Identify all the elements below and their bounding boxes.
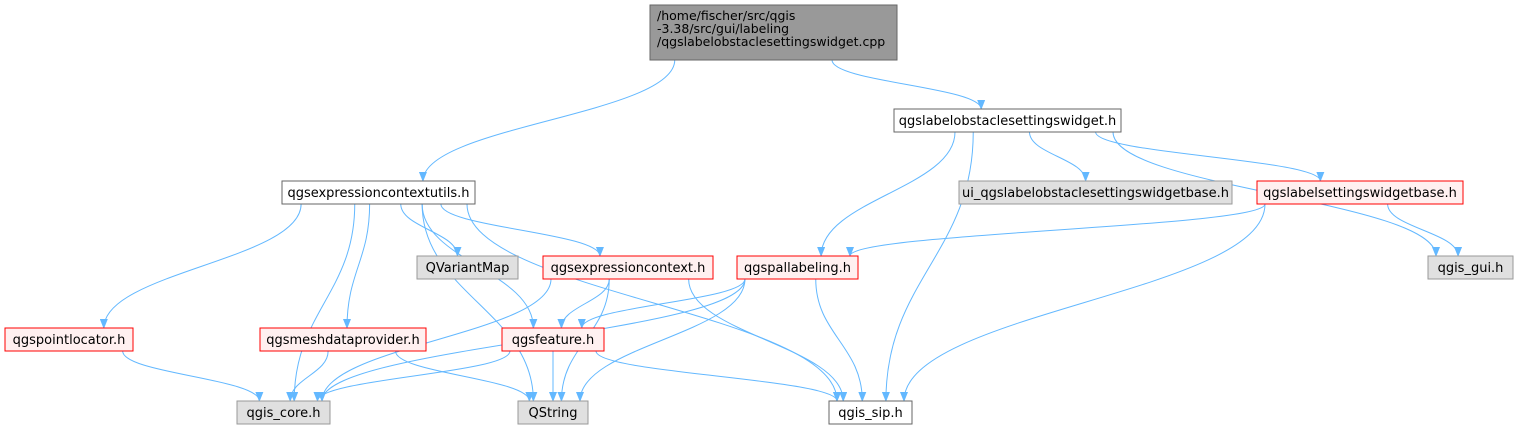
node-box: [893, 108, 1122, 133]
node-label: QString: [528, 406, 577, 421]
node-box: [501, 327, 605, 352]
edge-widget_h-to-ui_base: [1029, 131, 1090, 182]
edge-feature-to-qgis_core: [313, 350, 511, 402]
edge-exprutils-to-exprcontext: [440, 203, 604, 257]
node-meshdp[interactable]: qgsmeshdataprovider.h: [259, 327, 427, 352]
node-label: qgsfeature.h: [512, 333, 595, 348]
node-label: ui_qgslabelobstaclesettingswidgetbase.h: [962, 186, 1229, 201]
edge-widget_h-to-lsw_base: [1095, 131, 1325, 182]
node-box: [259, 327, 427, 352]
edge-exprutils-to-meshdp: [342, 203, 371, 329]
edge-exprutils-to-qvariantmap: [400, 203, 462, 257]
node-box: [1256, 180, 1464, 205]
edge-exprutils-to-qstring: [421, 203, 538, 402]
edges-layer: [99, 59, 1463, 402]
edge-exprutils-to-qgis_sip: [466, 203, 841, 402]
node-label: qgis_sip.h: [838, 406, 902, 421]
node-label: qgslabelobstaclesettingswidget.h: [899, 114, 1117, 129]
node-qgis_sip[interactable]: qgis_sip.h: [828, 400, 913, 425]
node-label: qgspallabeling.h: [744, 261, 851, 276]
node-label: qgspointlocator.h: [13, 333, 126, 348]
node-box: [736, 255, 859, 280]
node-box: [4, 327, 134, 352]
node-root[interactable]: /home/fischer/src/qgis-3.38/src/gui/labe…: [649, 4, 898, 61]
node-box: [542, 255, 714, 280]
node-label: qgsexpressioncontext.h: [551, 261, 706, 276]
node-ui_base[interactable]: ui_qgslabelobstaclesettingswidgetbase.h: [958, 180, 1233, 205]
node-qgis_core[interactable]: qgis_core.h: [236, 400, 331, 425]
edge-pallabeling-to-qgis_sip: [815, 278, 867, 402]
node-label: /qgslabelobstaclesettingswidget.cpp: [657, 34, 885, 49]
node-qstring[interactable]: QString: [517, 400, 589, 425]
node-pointlocator[interactable]: qgspointlocator.h: [4, 327, 134, 352]
node-label: qgslabelsettingswidgetbase.h: [1263, 186, 1457, 201]
node-label: QVariantMap: [426, 261, 510, 276]
edge-feature-to-qgis_sip: [595, 350, 841, 402]
node-qvariantmap[interactable]: QVariantMap: [416, 255, 519, 280]
node-box: [958, 180, 1233, 205]
node-box: [281, 180, 476, 205]
node-label: qgsexpressioncontextutils.h: [287, 186, 469, 201]
edge-pointlocator-to-qgis_core: [122, 350, 264, 402]
node-label: -3.38/src/gui/labeling: [657, 21, 789, 36]
node-feature[interactable]: qgsfeature.h: [501, 327, 605, 352]
edge-exprcontext-to-feature: [557, 278, 610, 329]
node-label: qgis_gui.h: [1438, 261, 1504, 276]
edge-lsw_base-to-qgis_gui: [1387, 203, 1463, 257]
edge-meshdp-to-qgis_core: [286, 350, 329, 402]
node-label: qgis_core.h: [247, 406, 321, 421]
node-pallabeling[interactable]: qgspallabeling.h: [736, 255, 859, 280]
edge-pallabeling-to-qstring: [576, 278, 746, 402]
node-exprutils[interactable]: qgsexpressioncontextutils.h: [281, 180, 476, 205]
edge-exprutils-to-pointlocator: [99, 203, 302, 329]
node-label: qgsmeshdataprovider.h: [266, 333, 420, 348]
nodes-layer: /home/fischer/src/qgis-3.38/src/gui/labe…: [4, 4, 1514, 425]
edge-lsw_base-to-qgis_sip: [900, 203, 1266, 402]
node-box: [517, 400, 589, 425]
node-label: /home/fischer/src/qgis: [657, 8, 795, 23]
edge-lsw_base-to-pallabeling: [846, 203, 1266, 257]
node-box: [828, 400, 913, 425]
edge-widget_h-to-pallabeling: [817, 131, 956, 257]
node-lsw_base[interactable]: qgslabelsettingswidgetbase.h: [1256, 180, 1464, 205]
node-box: [1427, 255, 1514, 280]
node-exprcontext[interactable]: qgsexpressioncontext.h: [542, 255, 714, 280]
edge-root-to-widget_h: [831, 59, 986, 110]
edge-exprcontext-to-qgis_sip: [688, 278, 848, 402]
edge-pallabeling-to-feature: [577, 278, 746, 329]
node-box: [416, 255, 519, 280]
edge-exprcontext-to-qgis_core: [318, 278, 552, 402]
node-box: [649, 4, 898, 61]
edge-root-to-exprutils: [418, 59, 676, 182]
edge-exprutils-to-qgis_core: [290, 203, 356, 402]
node-box: [236, 400, 331, 425]
node-qgis_gui[interactable]: qgis_gui.h: [1427, 255, 1514, 280]
node-widget_h[interactable]: qgslabelobstaclesettingswidget.h: [893, 108, 1122, 133]
edge-meshdp-to-qstring: [395, 350, 534, 402]
edge-widget_h-to-qgis_sip: [881, 131, 974, 402]
